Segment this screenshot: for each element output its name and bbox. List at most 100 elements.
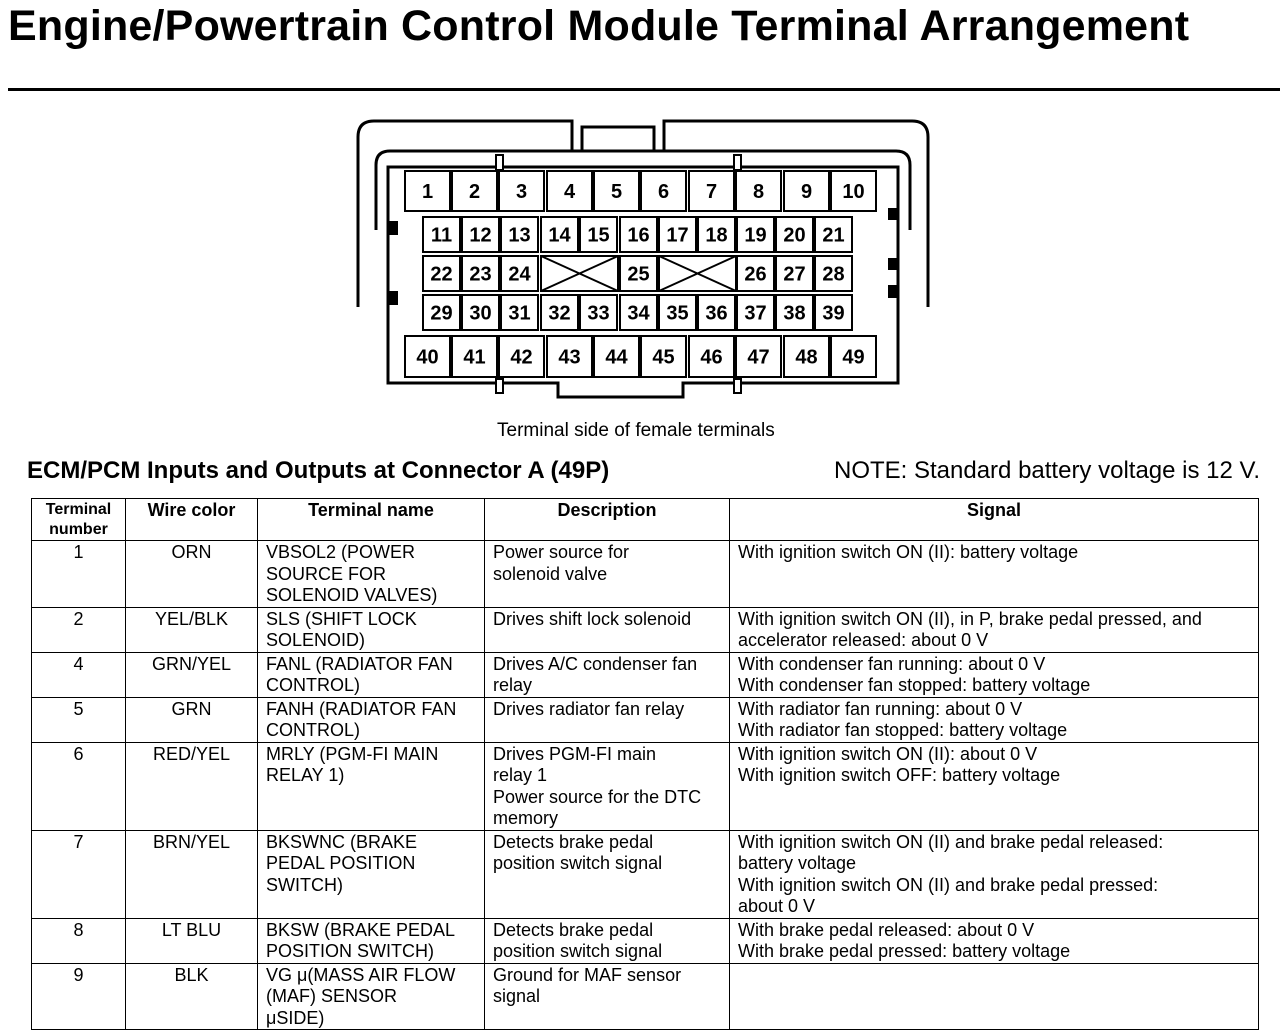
wire-color-cell: ORN — [125, 540, 258, 608]
pin-label: 12 — [469, 225, 491, 247]
pin-cell — [736, 216, 775, 253]
pin-cell — [461, 216, 500, 253]
pin-cell — [830, 170, 877, 212]
pin-cell — [658, 294, 697, 331]
description-cell: Detects brake pedal position switch sign… — [484, 829, 730, 919]
description-cell: Detects brake pedal position switch sign… — [484, 917, 730, 964]
pin-cell — [735, 335, 782, 378]
pin-cell — [500, 216, 539, 253]
pin-cell — [593, 335, 640, 378]
pin-label: 16 — [627, 225, 649, 247]
wire-color-cell: GRN/YEL — [125, 651, 258, 698]
pin-label: 10 — [842, 181, 864, 203]
pin-label: 43 — [558, 347, 580, 369]
pin-cell — [688, 335, 735, 378]
title-rule — [8, 88, 1280, 91]
header-description: Description — [484, 498, 730, 541]
note-text: NOTE: Standard battery voltage is 12 V. — [833, 457, 1260, 484]
signal-cell: With ignition switch ON (II), in P, brak… — [729, 606, 1259, 653]
signal-cell: With ignition switch ON (II): battery vo… — [729, 540, 1259, 608]
pin-label: 38 — [783, 303, 805, 325]
pin-cell — [593, 170, 640, 212]
pin-cell — [540, 216, 579, 253]
pin-label: 47 — [747, 347, 769, 369]
pin-label: 46 — [700, 347, 722, 369]
pin-cell — [500, 255, 539, 292]
pin-label: 2 — [469, 181, 480, 203]
pin-cell — [830, 335, 877, 378]
pin-label: 44 — [605, 347, 628, 369]
terminal-number-cell: 2 — [31, 606, 126, 653]
terminal-number-cell: 1 — [31, 540, 126, 608]
description-cell: Drives PGM-FI main relay 1 Power source … — [484, 741, 730, 831]
pin-label: 39 — [822, 303, 844, 325]
wire-color-cell: BRN/YEL — [125, 829, 258, 919]
pin-cell — [775, 255, 814, 292]
pin-label: 21 — [822, 225, 844, 247]
pin-cell — [814, 255, 853, 292]
pin-cell — [697, 294, 736, 331]
pin-label: 15 — [587, 225, 609, 247]
terminal-name-cell: BKSWNC (BRAKE PEDAL POSITION SWITCH) — [257, 829, 485, 919]
terminal-name-cell: VBSOL2 (POWER SOURCE FOR SOLENOID VALVES… — [257, 540, 485, 608]
pin-label: 33 — [587, 303, 609, 325]
header-terminal-number: Terminal number — [31, 498, 126, 541]
pin-cell — [461, 255, 500, 292]
description-cell: Drives radiator fan relay — [484, 696, 730, 743]
pin-cell — [736, 294, 775, 331]
pin-cell — [640, 170, 687, 212]
pin-label: 6 — [658, 181, 669, 203]
pin-cell — [579, 294, 618, 331]
pin-cell — [422, 216, 461, 253]
pin-label: 30 — [469, 303, 491, 325]
pin-label: 4 — [564, 181, 576, 203]
pin-cell — [783, 170, 830, 212]
pin-cell — [775, 294, 814, 331]
wire-color-cell: LT BLU — [125, 917, 258, 964]
pin-label: 5 — [611, 181, 622, 203]
pin-label: 17 — [666, 225, 688, 247]
blank-pin-cross — [658, 255, 737, 292]
pin-label: 23 — [469, 264, 491, 286]
blank-pin-cross — [540, 255, 619, 292]
pin-cell — [736, 255, 775, 292]
pin-label: 27 — [783, 264, 805, 286]
wire-color-cell: RED/YEL — [125, 741, 258, 831]
pin-label: 41 — [463, 347, 485, 369]
terminal-number-cell: 6 — [31, 741, 126, 831]
terminal-name-cell: SLS (SHIFT LOCK SOLENOID) — [257, 606, 485, 653]
connector-body — [386, 165, 900, 399]
table-header-row: Terminal number Wire color Terminal name… — [31, 498, 1259, 541]
pin-cell — [422, 294, 461, 331]
section-heading: ECM/PCM Inputs and Outputs at Connector … — [27, 457, 610, 484]
wire-color-cell: YEL/BLK — [125, 606, 258, 653]
signal-cell: With ignition switch ON (II) and brake p… — [729, 829, 1259, 919]
description-cell: Power source for solenoid valve — [484, 540, 730, 608]
header-signal: Signal — [729, 498, 1259, 541]
pin-cell — [783, 335, 830, 378]
pin-label: 3 — [516, 181, 527, 203]
pin-cell — [658, 216, 697, 253]
pin-label: 13 — [508, 225, 530, 247]
pin-cell — [404, 170, 451, 212]
terminal-table: Terminal number Wire color Terminal name… — [31, 498, 1259, 1030]
pin-cell — [640, 335, 687, 378]
pin-cell — [451, 335, 498, 378]
pin-cell — [735, 170, 782, 212]
pin-cell — [619, 216, 658, 253]
pin-label: 42 — [510, 347, 532, 369]
pin-cell — [500, 294, 539, 331]
pin-cell — [546, 170, 593, 212]
signal-cell: With condenser fan running: about 0 V Wi… — [729, 651, 1259, 698]
pin-label: 45 — [652, 347, 674, 369]
page-title: Engine/Powertrain Control Module Termina… — [8, 2, 1190, 50]
header-wire-color: Wire color — [125, 498, 258, 541]
